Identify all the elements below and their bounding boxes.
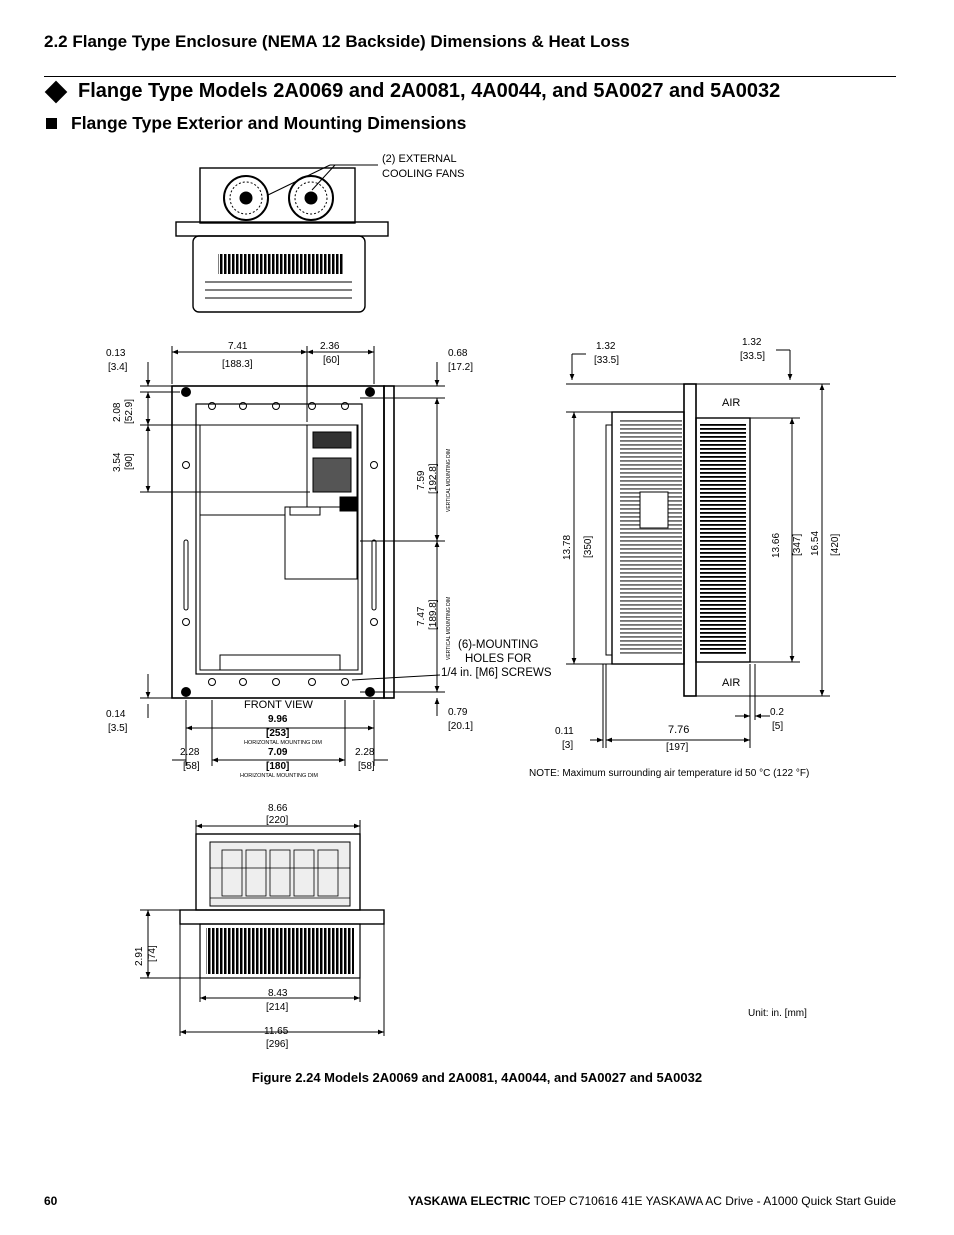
dim-2-36-in: 2.36 [320, 341, 340, 352]
dim-7-47-in: 7.47 [416, 606, 427, 626]
holes-callout-3: 1/4 in. [M6] SCREWS [441, 667, 552, 679]
dim-16-54-in: 16.54 [810, 531, 821, 556]
dim-2-28-left-in: 2.28 [180, 747, 200, 758]
footer-doc: YASKAWA ELECTRIC TOEP C710616 41E YASKAW… [408, 1194, 896, 1208]
fans-callout-1: (2) EXTERNAL [382, 153, 457, 165]
dim-7-09-mm: [180] [266, 761, 289, 772]
models-heading: Flange Type Models 2A0069 and 2A0081, 4A… [44, 80, 780, 103]
dim-13-66-in: 13.66 [771, 533, 782, 558]
dim-0-11-in: 0.11 [555, 726, 574, 737]
dim-16-54-mm: [420] [830, 534, 841, 556]
dim-0-14-mm: [3.5] [108, 723, 128, 734]
dim-2-36-mm: [60] [323, 355, 340, 366]
header-rule [44, 76, 896, 77]
top-view: (2) EXTERNAL COOLING FANS [175, 153, 465, 313]
dim-8-66-in: 8.66 [268, 803, 288, 814]
dim-2-28-right-in: 2.28 [355, 747, 375, 758]
dim-0-2-mm: [5] [772, 721, 783, 732]
unit-label: Unit: in. [mm] [748, 1008, 807, 1019]
dim-11-65-in: 11.65 [264, 1026, 289, 1037]
footer-brand: YASKAWA ELECTRIC [408, 1194, 531, 1208]
section-header: 2.2 Flange Type Enclosure (NEMA 12 Backs… [44, 32, 630, 51]
dim-0-11-mm: [3] [562, 740, 573, 751]
v-mount-label-2: VERTICAL MOUNTING DIM [446, 597, 452, 660]
dim-13-78-mm: [350] [583, 536, 594, 558]
figure-caption: Figure 2.24 Models 2A0069 and 2A0081, 4A… [251, 1070, 703, 1085]
dim-11-65-mm: [296] [266, 1039, 288, 1050]
dim-2-08-in: 2.08 [112, 402, 123, 422]
square-bullet-icon [46, 118, 57, 129]
dim-0-79-in: 0.79 [448, 707, 468, 718]
dim-7-76-in: 7.76 [668, 724, 689, 736]
fans-callout-2: COOLING FANS [382, 168, 465, 180]
dim-1-32-right-in: 1.32 [742, 337, 762, 348]
air-label-bottom: AIR [722, 677, 740, 689]
dim-7-59-mm: [192.8] [428, 463, 439, 494]
dim-0-68-in: 0.68 [448, 348, 468, 359]
bottom-view: 8.66 [220] 2.91 [74] 8.43 [214] 11.65 [2… [134, 803, 385, 1050]
dim-0-2-in: 0.2 [770, 707, 784, 718]
air-label-top: AIR [722, 397, 740, 409]
models-heading-text: Flange Type Models 2A0069 and 2A0081, 4A… [78, 80, 781, 102]
subsection-heading-text: Flange Type Exterior and Mounting Dimens… [71, 113, 467, 133]
front-view: 7.41 [188.3] 2.36 [60] 0.13 [3.4] 2.08 [… [106, 341, 552, 779]
dim-0-13-in: 0.13 [106, 348, 126, 359]
dim-0-79-mm: [20.1] [448, 721, 473, 732]
holes-callout-1: (6)-MOUNTING [458, 639, 539, 651]
v-mount-label-1: VERTICAL MOUNTING DIM [446, 449, 452, 512]
dim-1-32-left-in: 1.32 [596, 341, 616, 352]
dim-13-66-mm: [347] [792, 534, 803, 556]
h-mount-label-2: HORIZONTAL MOUNTING DIM [240, 773, 318, 779]
dim-7-41-in: 7.41 [228, 341, 248, 352]
dim-8-66-mm: [220] [266, 815, 288, 826]
subsection-heading: Flange Type Exterior and Mounting Dimens… [46, 113, 466, 134]
dim-0-68-mm: [17.2] [448, 362, 473, 373]
dim-3-54-mm: [90] [124, 453, 135, 470]
front-view-label: FRONT VIEW [244, 699, 313, 711]
dim-2-28-left-mm: [58] [183, 761, 200, 772]
footer-doc-title: TOEP C710616 41E YASKAWA AC Drive - A100… [530, 1194, 896, 1208]
dim-0-13-mm: [3.4] [108, 362, 128, 373]
side-view: AIR AIR 1.32 [33.5] 1.32 [33.5] 13.78 [3… [529, 337, 841, 779]
h-mount-label-1: HORIZONTAL MOUNTING DIM [244, 740, 322, 746]
dim-13-78-in: 13.78 [562, 535, 573, 560]
dim-2-91-in: 2.91 [134, 946, 145, 966]
dim-2-91-mm: [74] [147, 945, 158, 962]
dim-2-28-right-mm: [58] [358, 761, 375, 772]
dim-9-96-in: 9.96 [268, 714, 288, 725]
dim-2-08-mm: [52.9] [124, 399, 135, 424]
dim-9-96-mm: [253] [266, 728, 289, 739]
dim-7-59-in: 7.59 [416, 470, 427, 490]
dim-3-54-in: 3.54 [112, 452, 123, 472]
dim-7-41-mm: [188.3] [222, 359, 253, 370]
dim-0-14-in: 0.14 [106, 709, 126, 720]
page-number: 60 [44, 1194, 58, 1208]
dim-8-43-in: 8.43 [268, 988, 288, 999]
dim-7-76-mm: [197] [666, 742, 688, 753]
holes-callout-2: HOLES FOR [465, 653, 531, 665]
dim-8-43-mm: [214] [266, 1002, 288, 1013]
dim-7-09-in: 7.09 [268, 747, 288, 758]
dim-7-47-mm: [189.8] [428, 599, 439, 630]
dim-1-32-right-mm: [33.5] [740, 351, 765, 362]
temperature-note: NOTE: Maximum surrounding air temperatur… [529, 768, 809, 779]
dim-1-32-left-mm: [33.5] [594, 355, 619, 366]
